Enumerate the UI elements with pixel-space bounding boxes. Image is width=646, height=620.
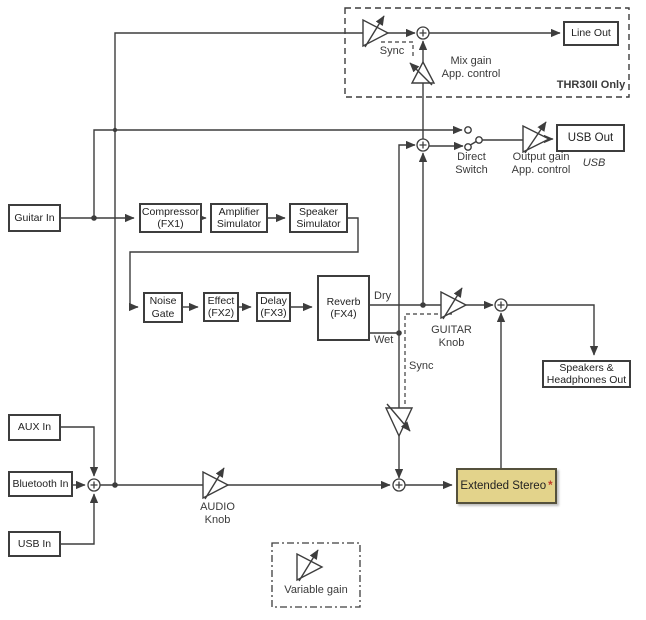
extended-stereo-label: Extended Stereo (460, 479, 547, 492)
output-gain-icon (522, 121, 551, 154)
guitar-knob-label-2: Knob (438, 337, 465, 349)
speakers-out-label-1: Speakers & (559, 361, 614, 374)
sum-node-audioin (87, 478, 101, 492)
usb-tag-label: USB (582, 157, 606, 169)
guitar-knob-label-1: GUITAR (431, 324, 472, 336)
output-gain-label: Output gain App. control (504, 151, 578, 177)
variable-gain-icons (202, 15, 551, 582)
guitar-in-box: Guitar In (8, 204, 61, 232)
output-gain-label-1: Output gain (512, 151, 570, 163)
compressor-box: Compressor (FX1) (139, 203, 202, 233)
amplifier-simulator-box: Amplifier Simulator (210, 203, 268, 233)
direct-switch-label: Direct Switch (444, 151, 499, 177)
speaker-sim-label-2: Simulator (296, 218, 341, 230)
effect-label-2: (FX2) (207, 307, 235, 319)
sum-node-wetaudio (392, 478, 406, 492)
line-out-box: Line Out (563, 21, 619, 46)
usb-in-label: USB In (17, 537, 52, 550)
audio-knob-label-2: Knob (204, 514, 231, 526)
wet-sync-gain-icon (384, 403, 414, 438)
sum-node-speakers (494, 298, 508, 312)
extended-stereo-box: Extended Stereo * (456, 468, 557, 504)
line-out-label: Line Out (571, 27, 611, 40)
mix-gain-label: Mix gain App. control (440, 55, 502, 81)
speaker-sim-label-1: Speaker (298, 205, 339, 218)
direct-switch-icon[interactable] (464, 126, 483, 151)
mix-gain-label-2: App. control (441, 68, 501, 80)
noise-gate-label-2: Gate (151, 307, 175, 320)
lineout-gain-icon (362, 15, 390, 48)
sum-node-lineout (416, 26, 430, 40)
legend-variable-gain-icon (296, 549, 324, 582)
effect-label-1: Effect (207, 294, 235, 307)
thr30ii-only-dashed-box (344, 7, 630, 98)
wet-label: Wet (374, 334, 394, 346)
noise-gate-label-1: Noise (149, 295, 177, 307)
audio-knob-label-1: AUDIO (200, 501, 235, 513)
sum-node-icons (87, 26, 508, 492)
sync-link-guitar (404, 313, 452, 404)
output-gain-label-2: App. control (511, 164, 571, 176)
noise-gate-box: Noise Gate (143, 292, 183, 323)
aux-in-label: AUX In (17, 421, 52, 434)
guitar-in-label: Guitar In (14, 211, 55, 224)
sync-link-lineout (381, 41, 414, 59)
sync-top-label: Sync (379, 45, 405, 57)
audio-knob-label: AUDIO Knob (189, 501, 246, 527)
bluetooth-in-box: Bluetooth In (8, 471, 73, 497)
mix-gain-label-1: Mix gain (450, 55, 492, 67)
sync-link-lines (381, 41, 452, 404)
variable-gain-legend-label: Variable gain (284, 584, 348, 596)
bluetooth-in-label: Bluetooth In (12, 477, 69, 490)
signal-lines (60, 28, 599, 545)
junction-dots (91, 127, 426, 488)
extended-stereo-asterisk: * (548, 479, 553, 492)
delay-box: Delay (FX3) (256, 292, 291, 322)
guitar-knob-gain-icon (440, 287, 468, 320)
speaker-simulator-box: Speaker Simulator (289, 203, 348, 233)
usb-in-box: USB In (8, 531, 61, 557)
direct-switch-label-1: Direct (457, 151, 486, 163)
compressor-label-2: (FX1) (157, 218, 184, 230)
guitar-knob-label: GUITAR Knob (423, 324, 480, 350)
speakers-out-label-2: Headphones Out (546, 374, 627, 386)
audio-knob-gain-icon (202, 467, 230, 500)
direct-switch-label-2: Switch (455, 164, 488, 176)
compressor-label-1: Compressor (141, 205, 200, 218)
usb-out-label: USB Out (567, 131, 614, 144)
usb-out-box: USB Out (556, 124, 625, 152)
reverb-box: Reverb (FX4) (317, 275, 370, 341)
reverb-label-1: Reverb (326, 295, 361, 308)
mix-gain-icon (409, 60, 436, 86)
delay-label-2: (FX3) (260, 307, 287, 319)
amp-sim-label-1: Amplifier (218, 205, 260, 218)
aux-in-box: AUX In (8, 414, 61, 441)
reverb-label-2: (FX4) (330, 308, 357, 320)
delay-label-1: Delay (260, 294, 287, 307)
sum-node-usbmix (416, 138, 430, 152)
dry-label: Dry (374, 290, 392, 302)
sync-mid-label: Sync (409, 360, 434, 372)
speakers-headphones-out-box: Speakers & Headphones Out (542, 360, 631, 388)
amp-sim-label-2: Simulator (216, 218, 262, 230)
thr30ii-only-label: THR30II Only (556, 79, 626, 91)
effect-box: Effect (FX2) (203, 292, 239, 322)
variable-gain-legend-box (271, 542, 361, 608)
